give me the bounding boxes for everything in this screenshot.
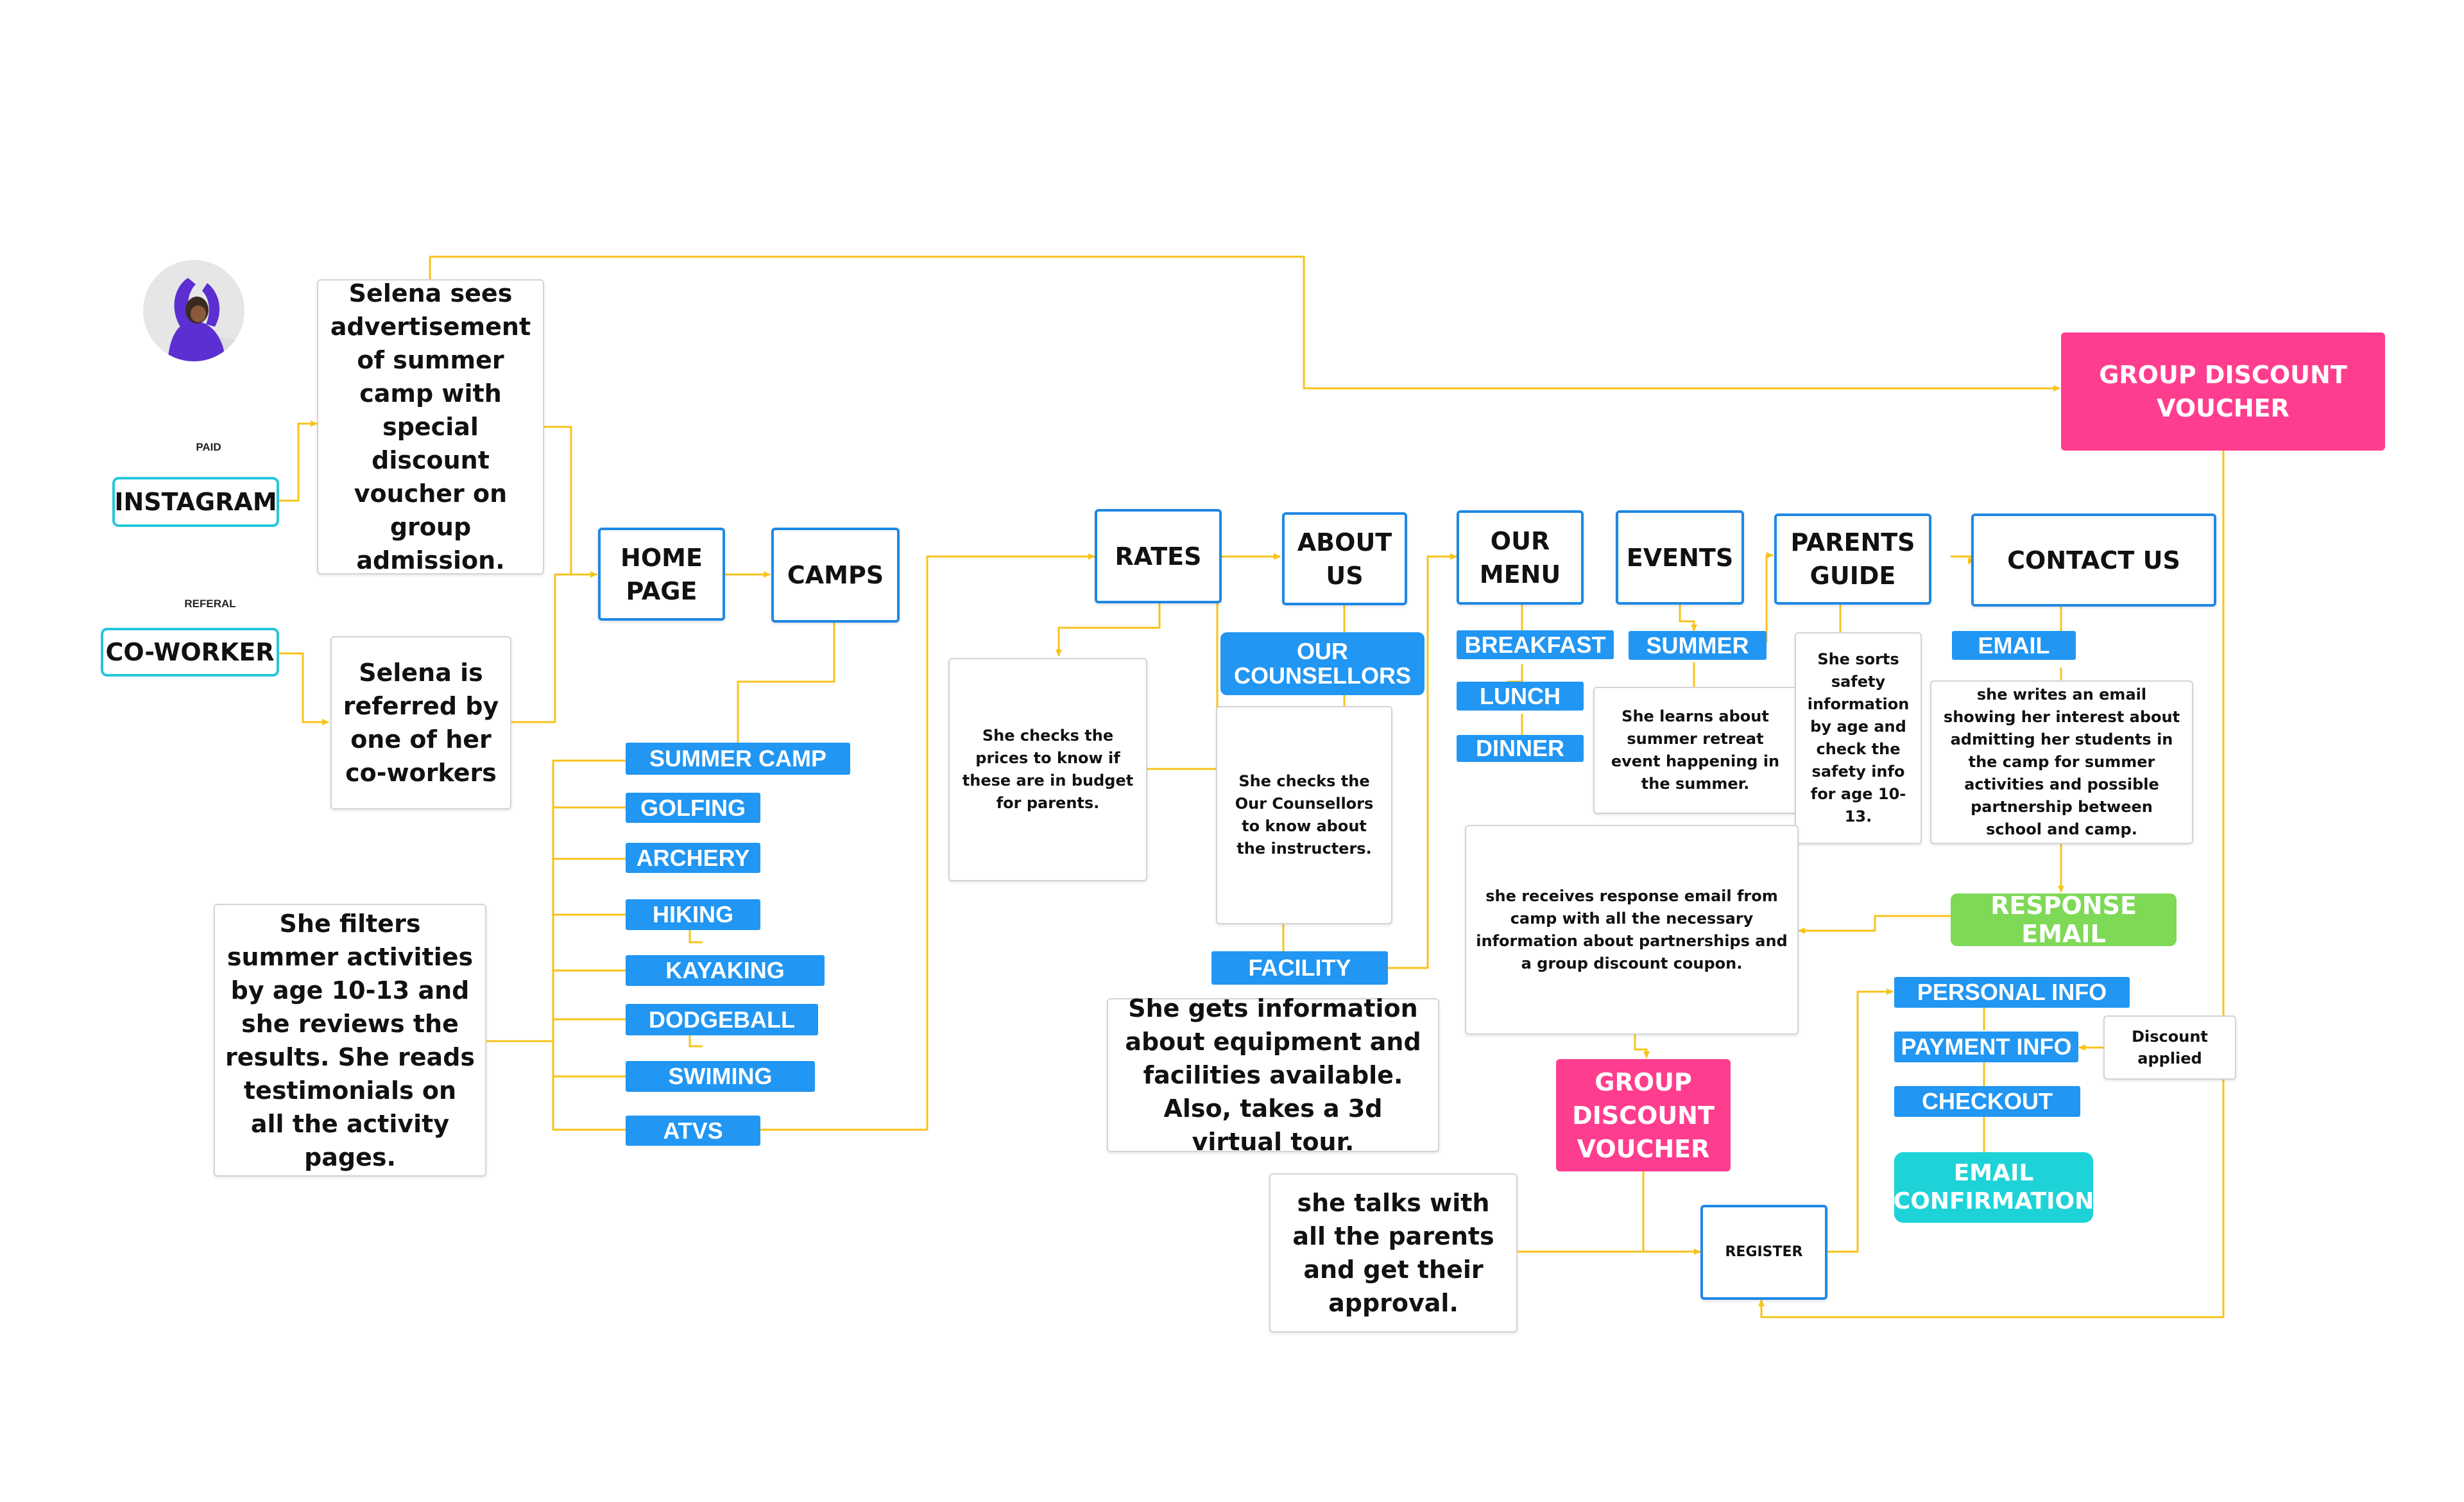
- dinner-pill[interactable]: DINNER: [1457, 735, 1584, 762]
- persona-avatar: [143, 260, 244, 361]
- connector: [544, 426, 597, 578]
- connector: [511, 571, 597, 723]
- discount-applied-note: Discount applied: [2103, 1015, 2236, 1080]
- advertisement-note: Selena sees advertisement of summer camp…: [317, 279, 544, 574]
- connector: [1745, 552, 1774, 643]
- connector: [1758, 451, 2225, 1318]
- swiming-pill[interactable]: SWIMING: [626, 1061, 815, 1092]
- parents-guide-node[interactable]: PARENTS GUIDE: [1774, 514, 1931, 605]
- connector: [279, 652, 329, 725]
- email-pill[interactable]: EMAIL: [1952, 631, 2076, 660]
- contact-us-node[interactable]: CONTACT US: [1971, 514, 2216, 607]
- lunch-pill[interactable]: LUNCH: [1457, 682, 1584, 711]
- our-counsellors-pill[interactable]: OUR COUNSELLORS: [1220, 632, 1425, 695]
- checkout-pill[interactable]: CHECKOUT: [1894, 1086, 2080, 1117]
- parents-approval-note: she talks with all the parents and get t…: [1269, 1173, 1518, 1333]
- home-page-node[interactable]: HOME PAGE: [598, 528, 725, 621]
- paid-label: PAID: [196, 441, 221, 453]
- our-menu-node[interactable]: OUR MENU: [1457, 510, 1584, 605]
- events-note: She learns about summer retreat event ha…: [1593, 687, 1797, 814]
- connector: [1056, 603, 1161, 657]
- connector: [689, 1035, 703, 1048]
- response-email-node[interactable]: RESPONSE EMAIL: [1951, 892, 2177, 948]
- summer-camp-pill[interactable]: SUMMER CAMP: [626, 743, 850, 775]
- payment-info-pill[interactable]: PAYMENT INFO: [1894, 1032, 2078, 1062]
- referral-note: Selena is referred by one of her co-work…: [330, 636, 511, 809]
- response-note: she receives response email from camp wi…: [1465, 825, 1799, 1035]
- coworker-source[interactable]: CO-WORKER: [101, 628, 279, 677]
- facility-pill[interactable]: FACILITY: [1211, 951, 1388, 985]
- group-discount-voucher-top[interactable]: GROUP DISCOUNT VOUCHER: [2061, 332, 2385, 451]
- person-stretching-icon: [143, 260, 244, 361]
- referal-label: REFERAL: [184, 598, 236, 610]
- connector: [760, 553, 1095, 1131]
- golfing-pill[interactable]: GOLFING: [626, 793, 760, 823]
- rates-note: She checks the prices to know if these a…: [948, 658, 1147, 881]
- events-node[interactable]: EVENTS: [1616, 510, 1744, 605]
- camps-filter-note: She filters summer activities by age 10-…: [214, 904, 486, 1177]
- connector: [1827, 988, 1894, 1253]
- email-confirmation-node[interactable]: EMAIL CONFIRMATION: [1894, 1152, 2094, 1223]
- email-note: she writes an email showing her interest…: [1930, 680, 2193, 844]
- connector: [1798, 915, 1951, 934]
- connector: [1634, 1035, 1650, 1058]
- group-discount-voucher-middle[interactable]: GROUP DISCOUNT VOUCHER: [1556, 1059, 1731, 1171]
- kayaking-pill[interactable]: KAYAKING: [626, 955, 825, 986]
- connector: [1388, 553, 1457, 969]
- hiking-pill[interactable]: HIKING: [626, 899, 760, 930]
- camps-node[interactable]: CAMPS: [771, 528, 900, 623]
- parents-guide-note: She sorts safety information by age and …: [1795, 632, 1922, 844]
- facility-note: She gets information about equipment and…: [1107, 994, 1439, 1156]
- archery-pill[interactable]: ARCHERY: [626, 843, 760, 873]
- connector: [737, 623, 835, 756]
- connector: [1642, 1171, 1701, 1255]
- instagram-source[interactable]: INSTAGRAM: [112, 477, 279, 527]
- breakfast-pill[interactable]: BREAKFAST: [1457, 630, 1614, 659]
- connector: [279, 420, 318, 502]
- personal-info-pill[interactable]: PERSONAL INFO: [1894, 977, 2130, 1008]
- connector: [429, 255, 2060, 392]
- rates-node[interactable]: RATES: [1095, 509, 1222, 603]
- register-node[interactable]: REGISTER: [1700, 1205, 1827, 1300]
- connector: [689, 930, 703, 944]
- atvs-pill[interactable]: ATVS: [626, 1116, 760, 1146]
- summer-event-pill[interactable]: SUMMER: [1629, 631, 1767, 660]
- dodgeball-pill[interactable]: DODGEBALL: [626, 1004, 818, 1035]
- counsellors-note: She checks the Our Counsellors to know a…: [1216, 706, 1392, 924]
- about-us-node[interactable]: ABOUT US: [1282, 512, 1407, 605]
- connector: [1679, 605, 1697, 632]
